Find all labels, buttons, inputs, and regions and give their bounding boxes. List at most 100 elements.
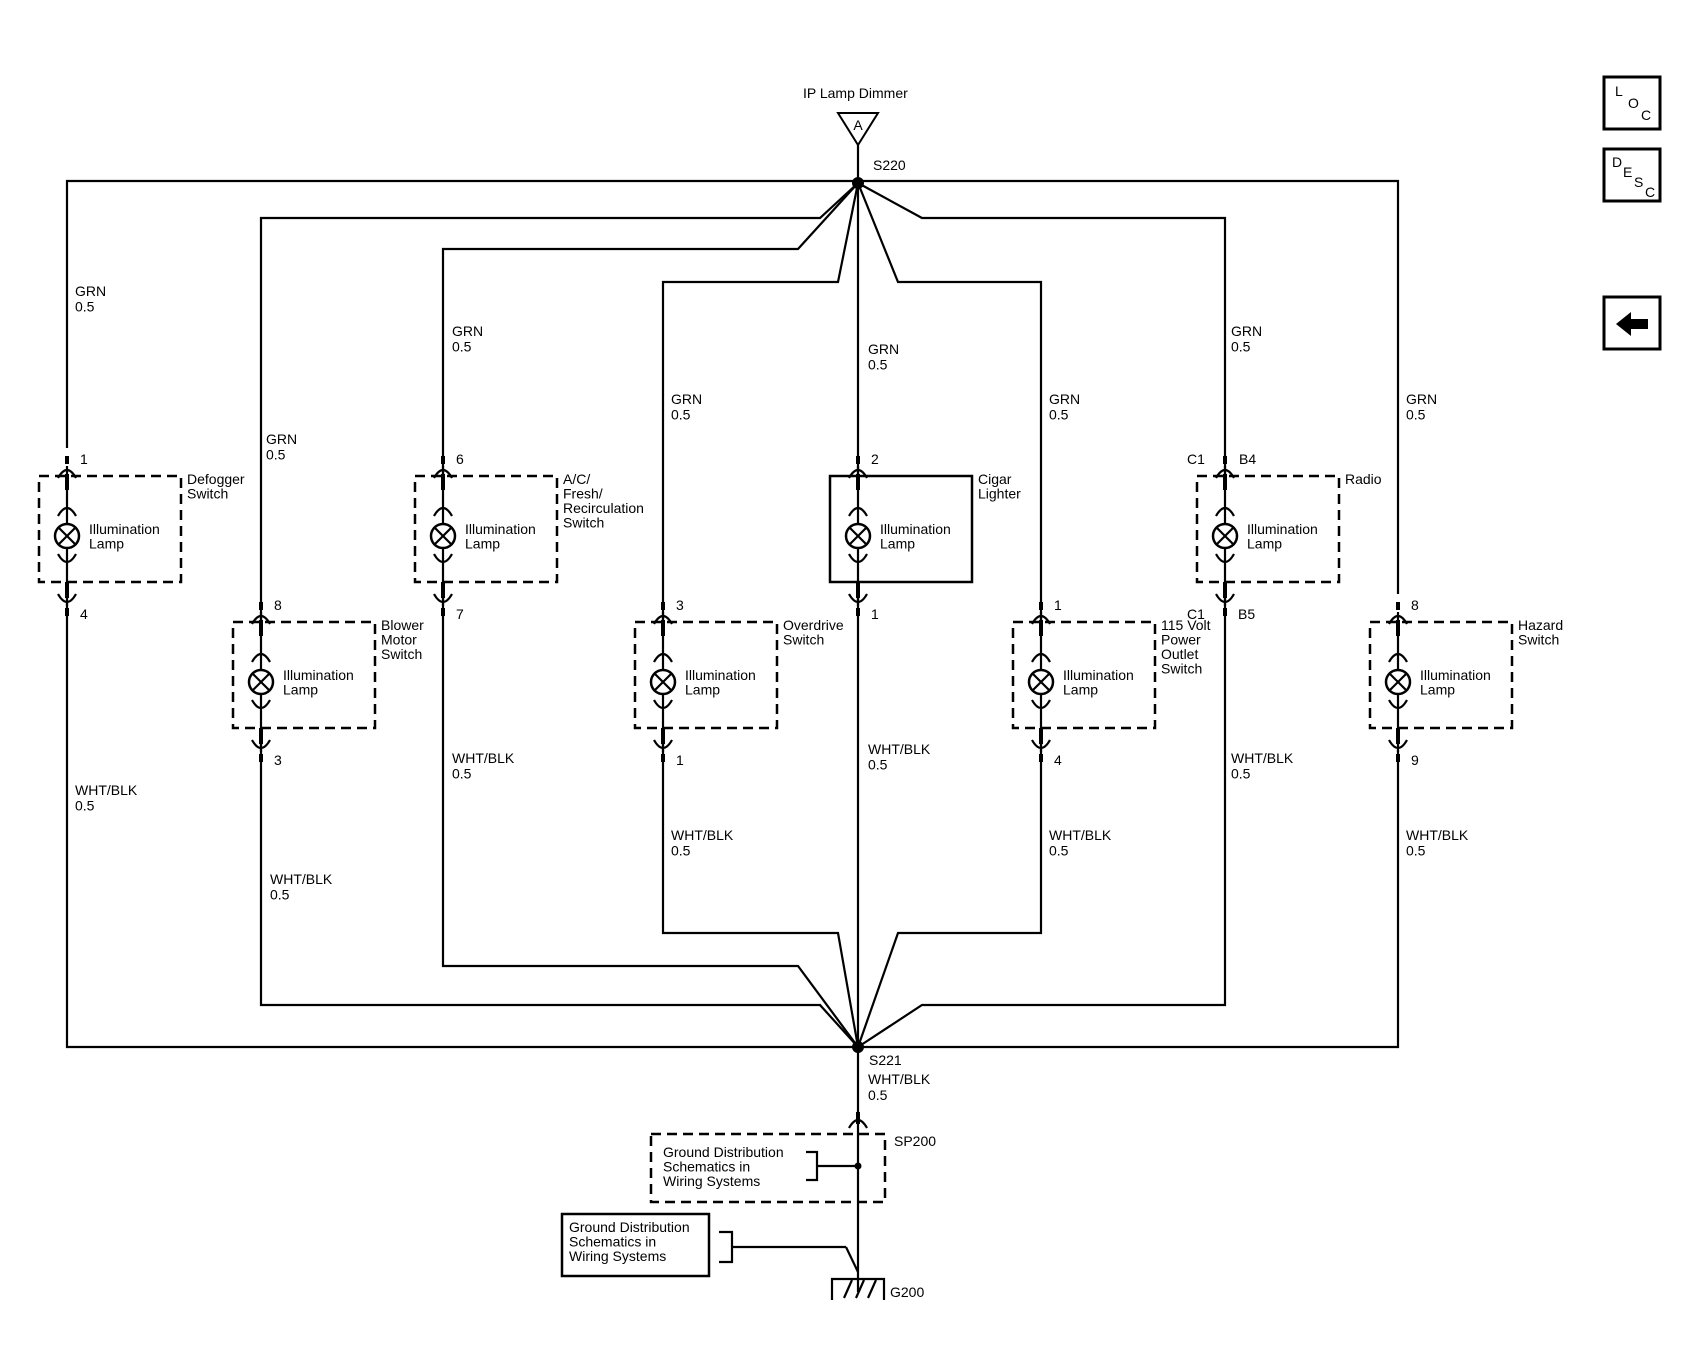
component-name: Switch (381, 646, 422, 662)
connector-cup (848, 553, 868, 564)
connector-cup (1388, 739, 1408, 750)
desc-button-frame (1602, 147, 1662, 203)
ref-bracket-icon (806, 1150, 819, 1182)
component-name: Hazard (1518, 617, 1563, 633)
component-name: 115 Volt (1161, 617, 1211, 633)
wires (65, 145, 1400, 1300)
connector-cup (848, 468, 868, 479)
connector-cup (251, 652, 271, 663)
component-name: Overdrive (783, 617, 844, 633)
wire-color-label: GRN (266, 431, 297, 447)
component-box (1368, 620, 1514, 730)
component-name: Switch (563, 515, 604, 531)
component-name: Power (1161, 632, 1201, 648)
wire-wht-2 (441, 598, 859, 1048)
ground-ref-box (560, 1212, 711, 1278)
components: IlluminationLampDefoggerSwitch14Illumina… (37, 451, 1563, 1278)
component-name: Switch (1161, 661, 1202, 677)
lamp-label: Illumination (465, 521, 536, 537)
wire-color-label: GRN (1231, 323, 1262, 339)
connector-cup (433, 593, 453, 604)
connector-cup (653, 739, 673, 750)
lamp-icon-cross (653, 672, 673, 692)
loc-letter: O (1628, 95, 1639, 111)
lamp-label: Lamp (1063, 682, 1098, 698)
wire-gauge-label: 0.5 (270, 887, 290, 903)
wire-wht-3 (661, 744, 860, 1048)
lamp-label: Lamp (89, 536, 124, 552)
lamp-label: Lamp (685, 682, 720, 698)
component-box (1011, 620, 1157, 730)
wire-gauge-label: 0.5 (266, 447, 286, 463)
wire-wht-outer-loop (65, 600, 1400, 1049)
splice-s221-dot (852, 1041, 864, 1053)
pin-number: B4 (1239, 451, 1256, 467)
desc-letter: C (1645, 184, 1655, 200)
wire-gauge-label: 0.5 (671, 407, 691, 423)
connector-cup (57, 506, 77, 517)
pin-number: 1 (1054, 597, 1062, 613)
lamp-label: Lamp (880, 536, 915, 552)
pin-number: 2 (871, 451, 879, 467)
pin-number: 7 (456, 606, 464, 622)
lamp-icon-cross (1388, 672, 1408, 692)
ref-bracket-icon (719, 1230, 734, 1264)
pin-number: 1 (80, 451, 88, 467)
labels: GRN0.5WHT/BLK0.5GRN0.5WHT/BLK0.5GRN0.5WH… (75, 85, 1469, 1300)
wire-color-label: WHT/BLK (868, 741, 931, 757)
ground-hatch (842, 1279, 854, 1299)
lamp-label: Lamp (283, 682, 318, 698)
wire-gauge-label: 0.5 (1231, 766, 1251, 782)
pin-number: 1 (871, 606, 879, 622)
wire-color-label: GRN (1406, 391, 1437, 407)
wire-gauge-label: 0.5 (452, 339, 472, 355)
ground-ref-text-1: Ground Distribution (663, 1144, 784, 1160)
component-name: Outlet (1161, 646, 1198, 662)
connector-cup (251, 699, 271, 710)
loc-button[interactable]: LOC (1602, 75, 1662, 131)
wire-wht-1 (259, 744, 859, 1048)
wire-gauge-label: 0.5 (868, 357, 888, 373)
wire-wht-5 (856, 744, 1043, 1048)
component-box (1195, 474, 1341, 584)
connector-id: C1 (1187, 451, 1205, 467)
wire-color-label: GRN (452, 323, 483, 339)
loc-button-frame (1602, 75, 1662, 131)
lamp-label: Illumination (1063, 667, 1134, 683)
ground-ref-text-2: Schematics in (569, 1234, 656, 1250)
lamp-icon-cross (57, 526, 77, 546)
wire-gauge-label: 0.5 (868, 1087, 888, 1103)
back-button-frame (1602, 295, 1662, 351)
back-button[interactable] (1602, 295, 1662, 351)
desc-letter: E (1623, 164, 1632, 180)
lamp-icon-cross (1215, 526, 1235, 546)
wire-grn-6 (857, 182, 1227, 474)
loc-letter: C (1641, 107, 1651, 123)
desc-letter: S (1634, 174, 1643, 190)
wire-color-label: GRN (868, 341, 899, 357)
component-a-c-fresh-recirculation-switch: IlluminationLampA/C/Fresh/RecirculationS… (413, 451, 644, 622)
wire-color-label: WHT/BLK (671, 827, 734, 843)
component-box (231, 620, 377, 730)
ground-frame (830, 1277, 886, 1300)
connector-cup (848, 506, 868, 517)
connector-cup (1215, 553, 1235, 564)
ground-g200-label: G200 (890, 1284, 924, 1300)
lamp-label: Illumination (1420, 667, 1491, 683)
connector-cup (433, 506, 453, 517)
connector-cup (1388, 652, 1408, 663)
source-triangle-icon (836, 112, 880, 147)
lamp-label: Illumination (89, 521, 160, 537)
ground-ref-text-1: Wiring Systems (663, 1173, 760, 1189)
component-box (413, 474, 559, 584)
connector-cup (433, 468, 453, 479)
connector-cup (1215, 468, 1235, 479)
ground-icon (830, 1277, 886, 1300)
